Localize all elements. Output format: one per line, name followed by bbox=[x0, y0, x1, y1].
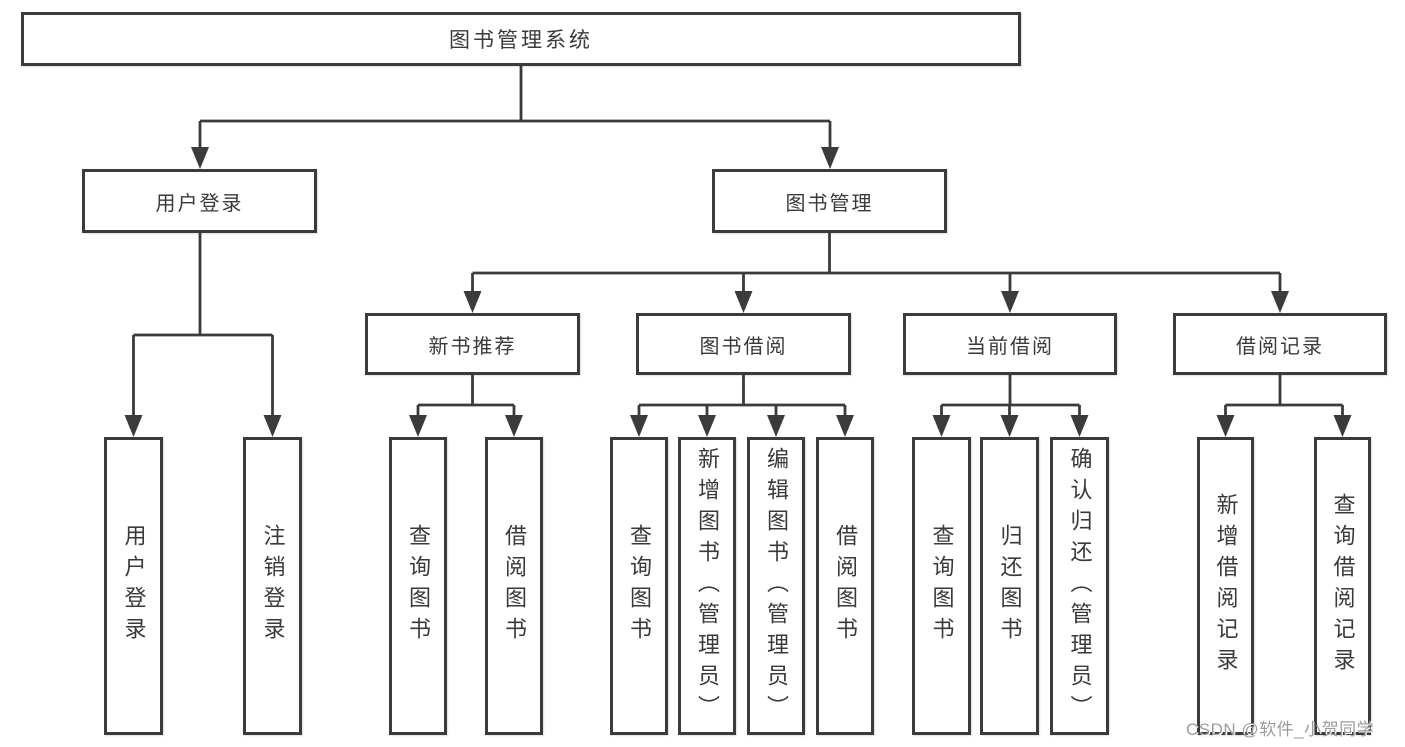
leaf-query-books-current-label: 查询图书 bbox=[929, 524, 955, 648]
leaf-borrow-books-recommend-label: 借阅图书 bbox=[502, 524, 527, 648]
leaf-logout: 注销登录 bbox=[243, 437, 302, 735]
branch-book-borrow bbox=[630, 373, 854, 437]
leaf-query-books-current: 查询图书 bbox=[912, 437, 971, 735]
node-current-borrow: 当前借阅 bbox=[903, 313, 1117, 375]
leaf-query-borrow-record: 查询借阅记录 bbox=[1314, 437, 1371, 735]
leaf-user-login: 用户登录 bbox=[104, 437, 163, 735]
leaf-add-books-admin-label: 新增图书（管理员） bbox=[695, 446, 720, 726]
branch-book-management bbox=[463, 230, 1289, 313]
branch-current-borrow bbox=[932, 373, 1089, 437]
leaf-edit-books-admin-label: 编辑图书（管理员） bbox=[764, 446, 789, 726]
leaf-add-borrow-record: 新增借阅记录 bbox=[1197, 437, 1254, 735]
branch-user-login bbox=[124, 231, 282, 437]
leaf-add-borrow-record-label: 新增借阅记录 bbox=[1213, 493, 1239, 679]
csdn-watermark: CSDN @软件_小贺同学 bbox=[1186, 720, 1375, 739]
leaf-add-books-admin: 新增图书（管理员） bbox=[678, 437, 736, 735]
leaf-user-login-label: 用户登录 bbox=[121, 524, 147, 648]
leaf-confirm-return-admin-label: 确认归还（管理员） bbox=[1067, 446, 1093, 726]
node-book-management: 图书管理 bbox=[712, 169, 947, 233]
leaf-edit-books-admin: 编辑图书（管理员） bbox=[747, 437, 805, 735]
branch-new-book-recommend bbox=[409, 373, 523, 437]
node-book-management-label: 图书管理 bbox=[785, 192, 874, 215]
leaf-return-books: 归还图书 bbox=[980, 437, 1039, 735]
branch-borrow-records bbox=[1216, 373, 1352, 437]
node-book-borrow-label: 图书借阅 bbox=[699, 335, 788, 358]
node-user-login-label: 用户登录 bbox=[155, 192, 244, 215]
leaf-borrow-books: 借阅图书 bbox=[816, 437, 874, 735]
leaf-query-books-recommend-label: 查询图书 bbox=[406, 524, 431, 648]
node-root-system: 图书管理系统 bbox=[21, 12, 1021, 66]
branch-root bbox=[191, 64, 839, 169]
leaf-return-books-label: 归还图书 bbox=[997, 524, 1023, 648]
node-new-book-recommend-label: 新书推荐 bbox=[428, 335, 517, 358]
leaf-borrow-books-recommend: 借阅图书 bbox=[485, 437, 543, 735]
node-borrow-records-label: 借阅记录 bbox=[1236, 335, 1324, 358]
node-root-system-label: 图书管理系统 bbox=[449, 29, 593, 52]
node-borrow-records: 借阅记录 bbox=[1173, 313, 1387, 375]
leaf-borrow-books-label: 借阅图书 bbox=[833, 524, 858, 648]
leaf-query-books-borrow-label: 查询图书 bbox=[627, 524, 652, 648]
leaf-query-books-recommend: 查询图书 bbox=[389, 437, 447, 735]
leaf-query-books-borrow: 查询图书 bbox=[610, 437, 668, 735]
node-new-book-recommend: 新书推荐 bbox=[365, 313, 580, 375]
node-current-borrow-label: 当前借阅 bbox=[966, 335, 1054, 358]
node-user-login: 用户登录 bbox=[82, 169, 317, 233]
leaf-query-borrow-record-label: 查询借阅记录 bbox=[1330, 493, 1356, 679]
leaf-confirm-return-admin: 确认归还（管理员） bbox=[1050, 437, 1109, 735]
node-book-borrow: 图书借阅 bbox=[636, 313, 851, 375]
leaf-logout-label: 注销登录 bbox=[260, 524, 286, 648]
